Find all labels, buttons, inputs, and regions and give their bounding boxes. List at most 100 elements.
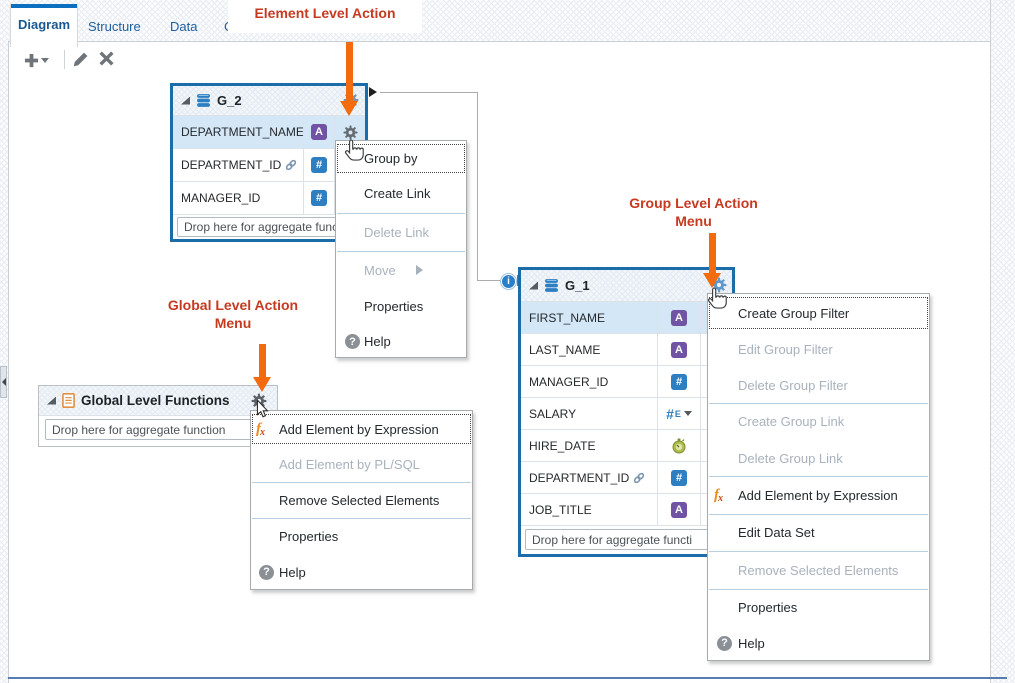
element-name: JOB_TITLE: [529, 502, 592, 517]
help-icon: ?: [259, 564, 274, 580]
link-line-h2: [477, 280, 502, 281]
menu-item-help[interactable]: ? Help: [708, 626, 929, 660]
global-title: Global Level Functions: [81, 393, 230, 408]
aggregate-number-icon[interactable]: #E: [657, 398, 700, 429]
dropdown-caret-icon: [41, 57, 49, 63]
menu-item-properties[interactable]: Properties: [364, 299, 424, 314]
menu-item-delete-group-link: Delete Group Link: [738, 450, 843, 466]
splitter-collapse-handle[interactable]: [0, 366, 7, 398]
link-chain-icon: [634, 472, 645, 483]
element-row-manager-id[interactable]: MANAGER_ID #: [173, 181, 365, 214]
menu-item-help[interactable]: ? Help: [336, 324, 466, 359]
menu-item-group-by[interactable]: Group by: [336, 143, 466, 174]
menu-item-remove-selected-elements: Remove Selected Elements: [738, 562, 899, 578]
element-name: MANAGER_ID: [529, 374, 609, 389]
collapse-triangle-icon[interactable]: [529, 281, 538, 290]
menu-item-properties[interactable]: Properties: [279, 528, 339, 544]
menu-item-create-link[interactable]: Create Link: [364, 186, 431, 201]
hand-cursor: [707, 287, 727, 309]
left-splitter: [0, 0, 9, 683]
functions-doc-icon: [62, 393, 75, 408]
element-row-salary[interactable]: SALARY #E: [521, 397, 732, 429]
delete-button[interactable]: [98, 50, 118, 70]
element-row-hire-date[interactable]: HIRE_DATE: [521, 429, 732, 461]
tab-structure[interactable]: Structure: [88, 19, 141, 34]
menu-item-delete-group-filter: Delete Group Filter: [738, 377, 848, 393]
collapse-triangle-icon[interactable]: [47, 396, 56, 405]
global-callout-arrow: [259, 344, 266, 377]
menu-item-create-group-filter[interactable]: Create Group Filter: [708, 296, 929, 330]
dataset-icon: [545, 279, 558, 292]
link-start-arrow-icon: [369, 87, 377, 97]
tab-diagram[interactable]: Diagram: [10, 4, 78, 47]
date-type-icon: [672, 438, 686, 453]
menu-item-properties[interactable]: Properties: [738, 600, 798, 615]
g1-drop-zone[interactable]: Drop here for aggregate functi: [525, 529, 728, 550]
g2-header[interactable]: G_2: [173, 86, 365, 115]
global-functions-box: Global Level Functions Drop here for agg…: [38, 385, 278, 447]
dataset-icon: [197, 94, 210, 107]
collapse-left-icon: [1, 378, 6, 386]
group-action-menu: Create Group Filter Edit Group Filter De…: [707, 293, 930, 661]
number-type-icon: #: [671, 373, 687, 390]
g2-drop-zone[interactable]: Drop here for aggregate func: [177, 217, 361, 237]
x-icon: [99, 51, 114, 66]
help-icon: ?: [717, 635, 732, 651]
element-row-manager-id[interactable]: MANAGER_ID #: [521, 365, 732, 397]
add-button[interactable]: [24, 50, 54, 70]
element-callout-arrowhead: [340, 101, 358, 116]
global-drop-zone[interactable]: Drop here for aggregate function: [45, 419, 272, 440]
element-row-job-title[interactable]: JOB_TITLE A: [521, 493, 732, 525]
menu-item-edit-data-set[interactable]: Edit Data Set: [738, 525, 815, 540]
element-row-department-id[interactable]: DEPARTMENT_ID #: [521, 461, 732, 493]
collapse-triangle-icon[interactable]: [181, 96, 190, 105]
menu-separator: [709, 589, 928, 590]
text-type-icon: A: [671, 309, 687, 326]
element-callout-box: Element Level Action: [228, 0, 422, 33]
number-type-icon: #: [311, 190, 327, 206]
right-splitter: [990, 0, 1015, 683]
text-type-icon: A: [671, 501, 687, 518]
element-name: FIRST_NAME: [529, 310, 606, 325]
element-name: LAST_NAME: [529, 342, 601, 357]
menu-separator: [709, 476, 928, 477]
link-line-v: [477, 92, 478, 281]
global-header[interactable]: Global Level Functions: [39, 386, 277, 415]
element-name: SALARY: [529, 406, 577, 421]
element-gear-icon[interactable]: [342, 124, 358, 140]
element-row-department-id[interactable]: DEPARTMENT_ID #: [173, 148, 365, 181]
aggregate-dropdown-icon[interactable]: [683, 411, 692, 416]
menu-separator: [709, 551, 928, 552]
plus-icon: [24, 53, 39, 67]
text-type-icon: A: [671, 341, 687, 358]
pane-bottom-border: [8, 677, 1007, 679]
element-name: DEPARTMENT_ID: [173, 149, 303, 181]
menu-item-create-group-link: Create Group Link: [738, 414, 845, 429]
link-chain-icon: [286, 159, 297, 171]
element-row-last-name[interactable]: LAST_NAME A: [521, 333, 732, 365]
pencil-icon: [73, 52, 88, 67]
element-callout-text: Element Level Action: [254, 5, 396, 21]
g1-title: G_1: [565, 278, 590, 293]
menu-item-remove-selected-elements[interactable]: Remove Selected Elements: [279, 492, 440, 508]
group-box-g1: G_1 FIRST_NAME A LAST_NAME A MANAGER_ID …: [518, 267, 735, 557]
link-info-icon[interactable]: i: [501, 274, 516, 289]
element-callout-arrow: [346, 42, 353, 101]
g1-header[interactable]: G_1: [521, 270, 732, 301]
link-line-h1: [380, 92, 477, 93]
menu-item-move: Move: [336, 251, 466, 289]
edit-button[interactable]: [72, 50, 92, 70]
element-row-department-name[interactable]: DEPARTMENT_NAME A: [173, 115, 365, 148]
menu-separator: [337, 213, 465, 214]
element-row-first-name[interactable]: FIRST_NAME A: [521, 301, 732, 333]
menu-item-help[interactable]: ? Help: [251, 554, 472, 590]
menu-item-add-element-by-plsql: Add Element by PL/SQL: [279, 456, 420, 472]
tab-data[interactable]: Data: [170, 19, 198, 34]
menu-item-delete-link: Delete Link: [364, 224, 430, 240]
